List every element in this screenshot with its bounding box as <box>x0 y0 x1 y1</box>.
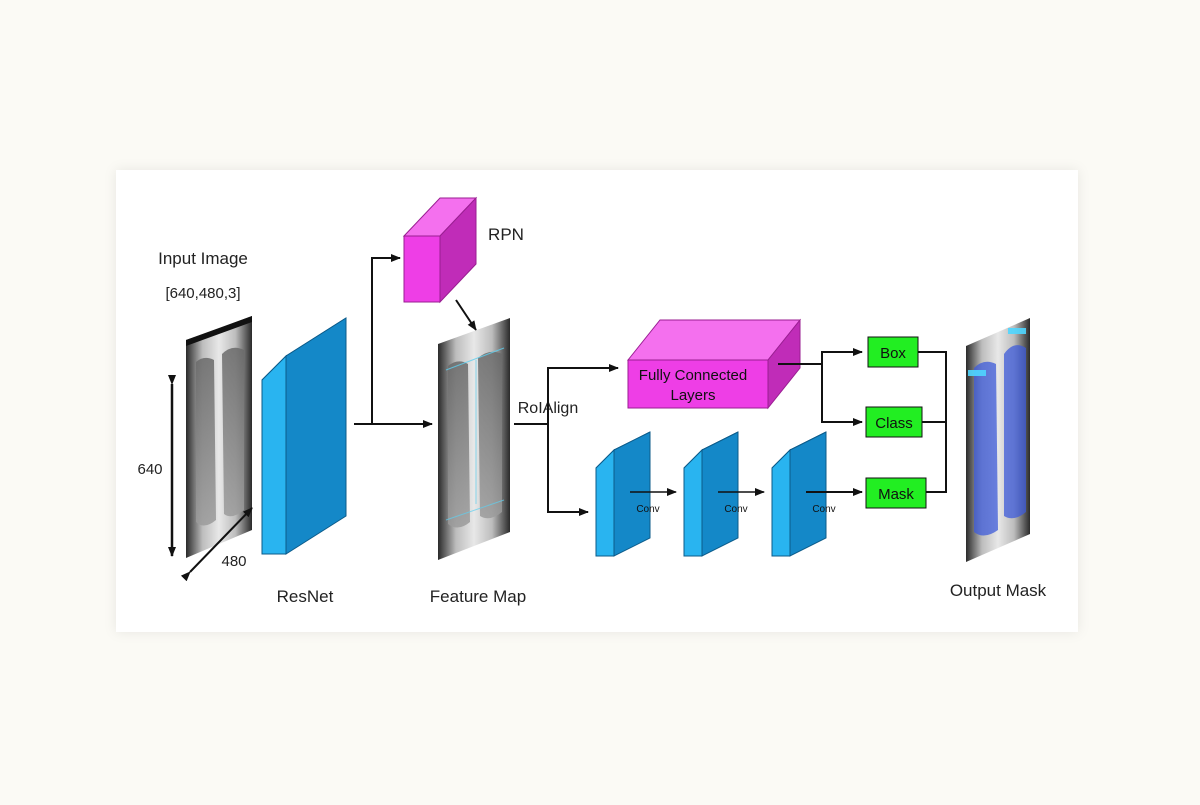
class-output <box>865 406 923 438</box>
arrow-roialign-to-fc <box>547 364 619 424</box>
arrow-resnet-to-rpn <box>371 254 401 424</box>
merge-line-box <box>918 351 947 422</box>
arrow-fc-to-box <box>778 348 863 365</box>
conv-block-1 <box>595 431 651 557</box>
width-dimension-label: 480 <box>221 553 246 570</box>
diagram-card <box>116 170 1078 632</box>
chest-xray-image-icon <box>186 316 252 558</box>
width-dimension-arrow <box>180 507 253 582</box>
conv-label-2: Conv <box>724 504 747 515</box>
merge-line-mask <box>926 422 947 493</box>
conv-block-2 <box>683 431 739 557</box>
arrow-roialign-to-conv <box>547 424 589 516</box>
conv-label-3: Conv <box>812 504 835 515</box>
mask-output <box>865 477 927 509</box>
rpn-label: RPN <box>488 225 524 244</box>
arrow-fc-to-class <box>821 364 863 426</box>
box-output-label: Box <box>880 345 906 362</box>
fully-connected-block <box>626 318 802 410</box>
fc-label-line1: Fully Connected <box>639 367 747 384</box>
conv-label-1: Conv <box>636 504 659 515</box>
input-image-shape: [640,480,3] <box>165 285 240 302</box>
class-output-label: Class <box>875 415 913 432</box>
rpn-block <box>402 196 478 304</box>
chest-xray-feature-map-icon <box>438 318 510 560</box>
fc-label-line2: Layers <box>670 387 715 404</box>
conv-block-3 <box>771 431 827 557</box>
mask-output-label: Mask <box>878 486 914 503</box>
feature-map-label: Feature Map <box>430 587 526 606</box>
output-mask-label: Output Mask <box>950 581 1047 600</box>
arrow-rpn-to-feature-map <box>455 299 477 331</box>
height-dimension-label: 640 <box>137 461 162 478</box>
input-image-title: Input Image <box>158 249 248 268</box>
resnet-block <box>261 317 347 555</box>
chest-xray-segmented-mask-icon <box>966 318 1030 562</box>
resnet-label: ResNet <box>277 587 334 606</box>
